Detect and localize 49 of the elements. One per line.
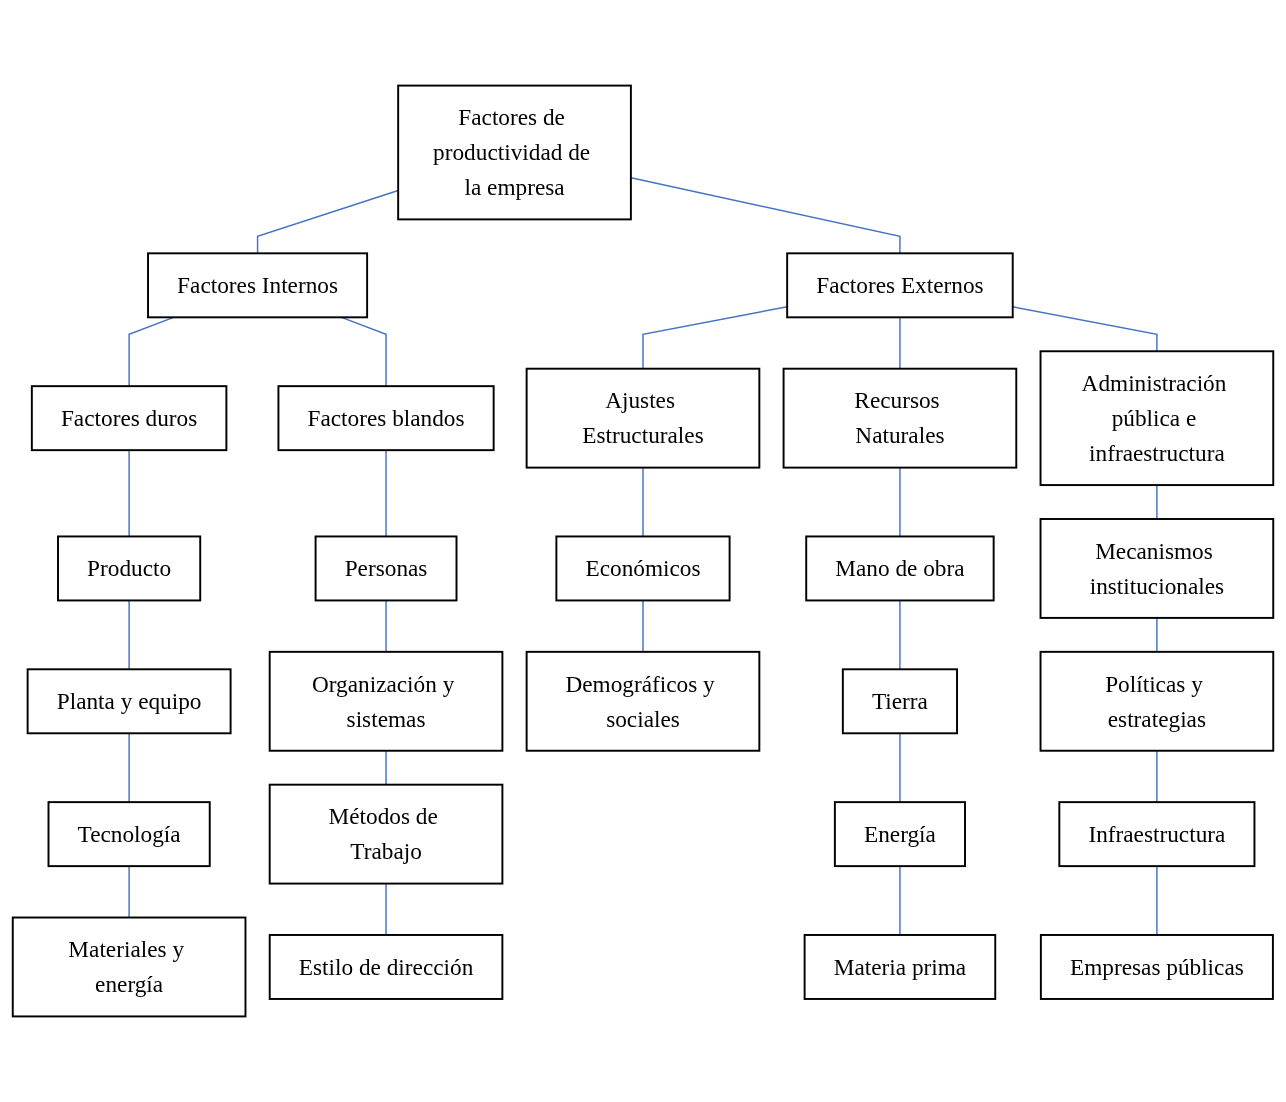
node-box: Políticas y estrategias xyxy=(1039,650,1275,752)
connector xyxy=(899,865,901,936)
node-box: Energía xyxy=(833,801,966,868)
connector xyxy=(642,599,644,653)
connector xyxy=(1156,750,1158,803)
node-box: Personas xyxy=(314,535,458,602)
connector xyxy=(899,599,901,670)
connector xyxy=(128,865,130,919)
node-box: Factores Internos xyxy=(147,252,369,319)
connector xyxy=(642,306,788,370)
node-box: Administración pública e infraestructura xyxy=(1039,350,1275,487)
connector xyxy=(899,466,901,538)
connector xyxy=(385,882,387,936)
node-box: Recursos Naturales xyxy=(782,367,1018,469)
node-box: Mecanismos institucionales xyxy=(1039,518,1275,619)
node-box: Planta y equipo xyxy=(26,668,232,735)
connector xyxy=(128,599,130,670)
connector xyxy=(630,177,901,255)
connector xyxy=(1156,484,1158,520)
node-box: Tierra xyxy=(841,668,958,735)
node-box: Empresas públicas xyxy=(1039,934,1274,1000)
node-box: Mano de obra xyxy=(805,535,995,602)
connector xyxy=(1012,306,1158,352)
connector xyxy=(256,189,399,255)
connector xyxy=(642,466,644,538)
connector xyxy=(128,449,130,538)
node-box: Factores duros xyxy=(30,385,228,452)
connector xyxy=(128,732,130,803)
connector xyxy=(1156,617,1158,653)
node-box: Materiales y energía xyxy=(11,916,247,1018)
node-box: Ajustes Estructurales xyxy=(525,367,761,469)
connector xyxy=(899,732,901,803)
node-box: Materia prima xyxy=(803,934,997,1000)
connector xyxy=(385,750,387,786)
node-box: Producto xyxy=(57,535,202,602)
node-box: Tecnología xyxy=(47,801,211,868)
connector xyxy=(385,599,387,653)
node-box: Infraestructura xyxy=(1058,801,1256,868)
node-box: Económicos xyxy=(555,535,731,602)
node-box: Demográficos y sociales xyxy=(525,650,761,752)
node-box: Factores de productividad de la empresa xyxy=(397,84,632,221)
node-box: Factores blandos xyxy=(277,385,495,452)
node-box: Organización y sistemas xyxy=(268,650,504,752)
node-box: Factores Externos xyxy=(786,252,1014,319)
connector xyxy=(385,449,387,538)
node-box: Métodos de Trabajo xyxy=(268,783,504,885)
connector xyxy=(899,316,901,370)
node-box: Estilo de dirección xyxy=(268,934,504,1000)
connector xyxy=(1156,865,1158,936)
